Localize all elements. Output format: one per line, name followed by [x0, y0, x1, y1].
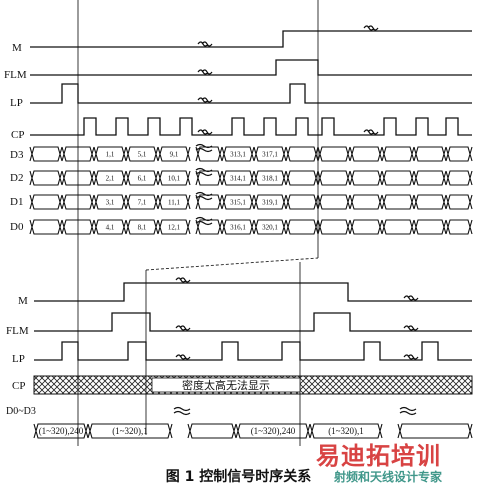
top-d1-bus-cell: 7,1: [138, 198, 147, 206]
top-d2-bus-cell: 10,1: [168, 174, 181, 182]
zoom-connector: [145, 257, 319, 271]
bottom-d-bus-segments: [33, 423, 473, 439]
top-d0-bus-cell: 320,1: [262, 223, 278, 231]
watermark-sub-text: 射频和天线设计专家: [334, 470, 443, 484]
top-flm-waveform: [30, 59, 472, 76]
top-d2-bus-cell: 318,1: [262, 174, 278, 182]
top-d1-bus-segments: [29, 194, 473, 210]
top-d2-bus-cell: 6,1: [138, 174, 147, 182]
bottom-d-label: D0~D3: [6, 406, 36, 417]
top-d2-bus-cell: 2,1: [106, 174, 115, 182]
top-d3-bus-cell: 317,1: [262, 150, 278, 158]
top-d2-bus-cell: 314,1: [230, 174, 246, 182]
top-lp-waveform: [30, 83, 472, 104]
figure-caption: 图 1 控制信号时序关系: [165, 469, 312, 485]
bottom-cp-text-box: [151, 377, 301, 393]
bottom-d-bus-cell: (1~320),240: [39, 426, 84, 436]
top-d3-label: D3: [10, 149, 24, 161]
bottom-cp-text: 密度太高无法显示: [182, 378, 270, 392]
bottom-d-bus-cell: (1~320),1: [112, 426, 148, 436]
top-d1-bus-cell: 315,1: [230, 198, 246, 206]
watermark-main-text: 易迪拓培训: [316, 442, 441, 470]
top-cp-waveform: [30, 117, 472, 136]
bottom-data-bus: (1~320),240 (1~320),1 (1~320),240 (1~320),1: [33, 423, 473, 439]
bottom-m-label: M: [18, 295, 28, 307]
top-flm-label: FLM: [4, 69, 27, 81]
top-d1-bus-cell: 319,1: [262, 198, 278, 206]
top-d0-bus-cell: 316,1: [230, 223, 246, 231]
top-data-bus: 1,1 5,1 9,1 313,1 317,1 2,1 6,1 10,1 314,1 318,1 3…: [29, 146, 473, 235]
top-d3-bus-cell: 313,1: [230, 150, 246, 158]
top-d3-bus-cell: 1,1: [106, 150, 115, 158]
top-break-marks: [195, 25, 379, 226]
bottom-cp-label: CP: [12, 380, 25, 392]
bottom-m-waveform: [34, 282, 472, 302]
bottom-flm-label: FLM: [6, 325, 29, 337]
top-d0-label: D0: [10, 221, 24, 233]
top-d3-bus-cell: 9,1: [170, 150, 179, 158]
top-d3-bus-cell: 5,1: [138, 150, 147, 158]
top-d1-bus-cell: 3,1: [106, 198, 115, 206]
top-d0-bus-cell: 12,1: [168, 223, 181, 231]
top-d0-bus-segments: [29, 219, 473, 235]
top-lp-label: LP: [10, 97, 23, 109]
top-cp-label: CP: [11, 129, 24, 141]
top-d2-bus-segments: [29, 170, 473, 186]
bottom-lp-label: LP: [12, 353, 25, 365]
bottom-section: M FLM LP CP D0~D3 密度太高无法显示: [6, 277, 473, 439]
bottom-lp-waveform: [34, 341, 472, 361]
top-m-label: M: [12, 42, 22, 54]
bottom-d-bus-cell: (1~320),1: [328, 426, 364, 436]
top-d1-label: D1: [10, 196, 23, 208]
bottom-flm-waveform: [34, 312, 472, 332]
top-d0-bus-cell: 4,1: [106, 223, 115, 231]
top-d2-label: D2: [10, 172, 23, 184]
top-d1-bus-cell: 11,1: [168, 198, 180, 206]
bottom-break-marks: [173, 277, 419, 416]
top-d0-bus-cell: 8,1: [138, 223, 147, 231]
top-d3-bus-segments: [29, 146, 473, 162]
watermark-logo: 易迪拓培训 射频和天线设计专家: [316, 436, 476, 488]
top-m-waveform: [30, 30, 472, 48]
bottom-d-bus-cell: (1~320),240: [251, 426, 296, 436]
